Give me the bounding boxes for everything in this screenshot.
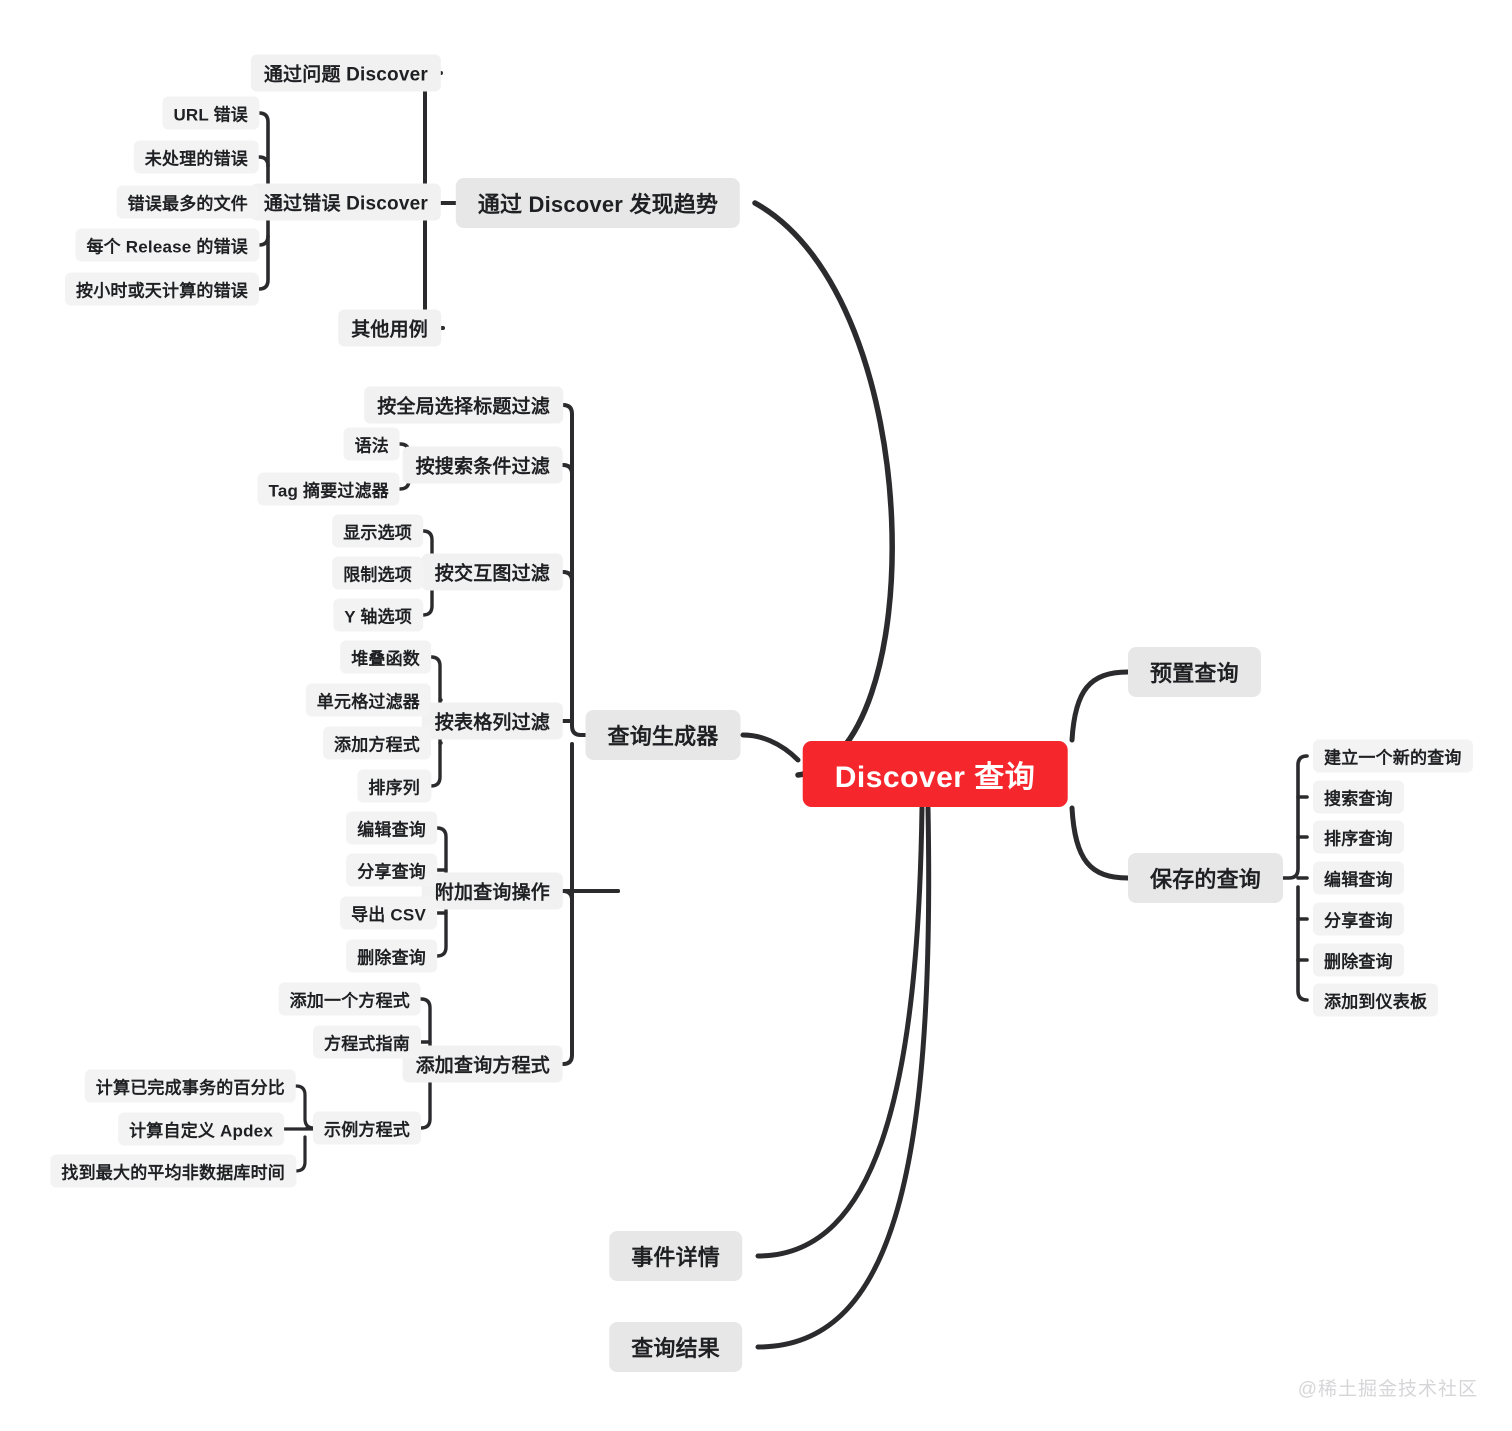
leaf-add-an-equation[interactable]: 添加一个方程式 xyxy=(278,982,421,1016)
leaf-stack-function[interactable]: 堆叠函数 xyxy=(340,640,431,674)
branch-node-query-builder[interactable]: 查询生成器 xyxy=(585,710,741,760)
node-filter-by-interactive-chart[interactable]: 按交互图过滤 xyxy=(421,553,563,591)
leaf-share-query[interactable]: 分享查询 xyxy=(346,853,437,887)
leaf-edit-saved-query[interactable]: 编辑查询 xyxy=(1313,861,1404,895)
edge-root-saved xyxy=(1069,805,1131,881)
node-filter-by-global-title[interactable]: 按全局选择标题过滤 xyxy=(364,386,563,424)
edge-root-eventdetails xyxy=(755,805,925,1259)
edge-qb-c3 xyxy=(560,570,574,583)
leaf-delete-saved-query[interactable]: 删除查询 xyxy=(1313,943,1404,977)
node-add-query-equation[interactable]: 添加查询方程式 xyxy=(402,1045,563,1083)
leaf-equation-guide[interactable]: 方程式指南 xyxy=(313,1025,421,1059)
leaf-example-equations[interactable]: 示例方程式 xyxy=(313,1111,421,1145)
leaf-sort-query[interactable]: 排序查询 xyxy=(1313,820,1404,854)
edge-root-preset xyxy=(1069,669,1131,743)
leaf-limit-options[interactable]: 限制选项 xyxy=(332,556,423,590)
edge-exampleeq-trunk xyxy=(294,1084,316,1173)
branch-node-query-results[interactable]: 查询结果 xyxy=(609,1322,742,1372)
node-other-use-cases[interactable]: 其他用例 xyxy=(338,309,441,347)
edge-qb-c5 xyxy=(561,889,620,902)
leaf-add-to-dashboard[interactable]: 添加到仪表板 xyxy=(1313,983,1439,1017)
branch-node-event-details[interactable]: 事件详情 xyxy=(609,1231,742,1281)
leaf-tag-summary-filter[interactable]: Tag 摘要过滤器 xyxy=(257,472,400,506)
leaf-create-new-query[interactable]: 建立一个新的查询 xyxy=(1313,739,1473,773)
leaf-delete-query[interactable]: 删除查询 xyxy=(346,939,437,973)
leaf-sort-column[interactable]: 排序列 xyxy=(357,769,431,803)
leaf-syntax[interactable]: 语法 xyxy=(343,427,400,461)
leaf-share-saved-query[interactable]: 分享查询 xyxy=(1313,902,1404,936)
edge-qb-trunk xyxy=(561,403,588,1066)
node-filter-by-search[interactable]: 按搜索条件过滤 xyxy=(402,446,563,484)
leaf-export-csv[interactable]: 导出 CSV xyxy=(340,896,437,930)
leaf-edit-query[interactable]: 编辑查询 xyxy=(346,811,437,845)
edge-root-trends xyxy=(752,200,895,778)
leaf-cell-filter[interactable]: 单元格过滤器 xyxy=(305,683,431,717)
leaf-y-axis-options[interactable]: Y 轴选项 xyxy=(333,598,423,632)
leaf-display-options[interactable]: 显示选项 xyxy=(332,514,423,548)
leaf-find-max-avg-non-db-time[interactable]: 找到最大的平均非数据库时间 xyxy=(50,1154,296,1188)
edge-saved-trunk xyxy=(1281,754,1309,1002)
node-filter-by-table-column[interactable]: 按表格列过滤 xyxy=(421,702,563,740)
branch-node-trends[interactable]: 通过 Discover 发现趋势 xyxy=(455,178,741,228)
edge-root-queryresults xyxy=(755,805,932,1350)
branch-node-preset-queries[interactable]: 预置查询 xyxy=(1128,647,1261,697)
leaf-add-equation[interactable]: 添加方程式 xyxy=(323,726,431,760)
leaf-files-most-errors[interactable]: 错误最多的文件 xyxy=(116,185,259,219)
leaf-unhandled-errors[interactable]: 未处理的错误 xyxy=(133,140,259,174)
branch-node-saved-queries[interactable]: 保存的查询 xyxy=(1128,853,1284,903)
edge-root-querybuilder xyxy=(740,732,801,763)
node-discover-by-issue[interactable]: 通过问题 Discover xyxy=(250,54,441,92)
leaf-calc-completed-transaction-percent[interactable]: 计算已完成事务的百分比 xyxy=(84,1069,296,1103)
node-discover-by-error[interactable]: 通过错误 Discover xyxy=(250,183,441,221)
leaf-search-query[interactable]: 搜索查询 xyxy=(1313,780,1404,814)
leaf-errors-per-release[interactable]: 每个 Release 的错误 xyxy=(75,228,259,262)
leaf-calc-custom-apdex[interactable]: 计算自定义 Apdex xyxy=(118,1112,284,1146)
leaf-url-errors[interactable]: URL 错误 xyxy=(162,96,259,130)
root-node[interactable]: Discover 查询 xyxy=(802,741,1068,807)
watermark: @稀土掘金技术社区 xyxy=(1297,1379,1478,1400)
node-extra-query-actions[interactable]: 附加查询操作 xyxy=(421,872,563,910)
leaf-errors-by-hour-day[interactable]: 按小时或天计算的错误 xyxy=(65,272,259,306)
